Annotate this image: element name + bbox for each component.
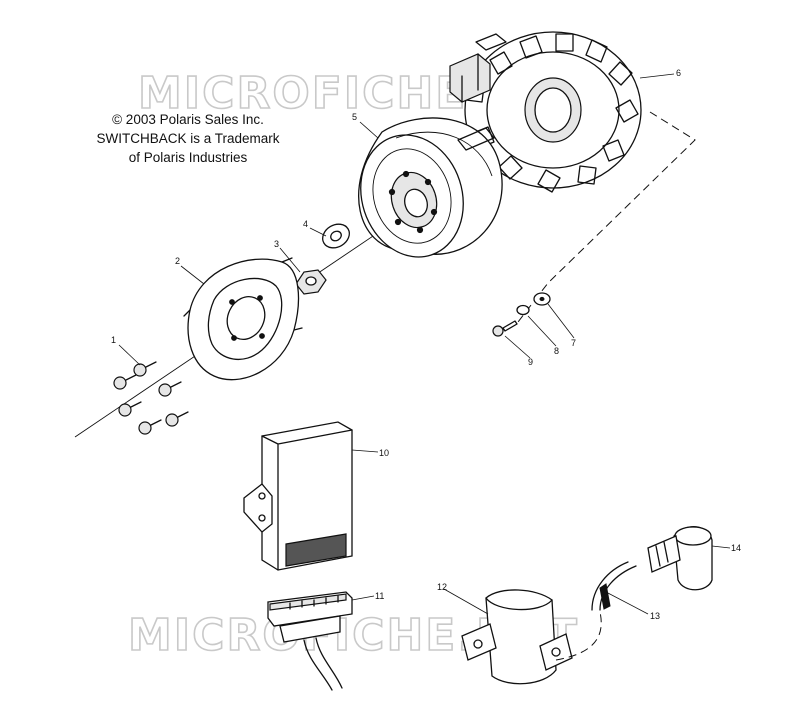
- lockwasher-part-8: [516, 304, 530, 316]
- trademark-line: SWITCHBACK is a Trademark: [96, 131, 280, 146]
- plug-wire-part-13: [555, 561, 637, 661]
- callout-13: 13: [650, 611, 660, 621]
- copyright-block: © 2003 Polaris Sales Inc. SWITCHBACK is …: [88, 110, 288, 167]
- callout-3: 3: [274, 239, 279, 249]
- callout-4: 4: [303, 219, 308, 229]
- callout-7: 7: [571, 338, 576, 348]
- callout-6: 6: [676, 68, 681, 78]
- connector-part-11: [267, 591, 353, 691]
- flywheel-part-5: [358, 117, 503, 258]
- callout-11: 11: [375, 591, 384, 601]
- callout-9: 9: [528, 357, 533, 367]
- stator-part-6: [449, 31, 642, 193]
- washer-part-7: [533, 292, 551, 306]
- nut-part-3: [295, 269, 327, 295]
- leader-lines: [118, 73, 731, 615]
- callout-10: 10: [379, 448, 389, 458]
- plug-cap-part-14: [647, 526, 713, 591]
- callout-2: 2: [175, 256, 180, 266]
- ignition-coil-part-12: [461, 589, 573, 685]
- callout-14: 14: [731, 543, 741, 553]
- trademark-owner-line: of Polaris Industries: [128, 150, 248, 165]
- callout-5: 5: [352, 112, 357, 122]
- callout-8: 8: [554, 346, 559, 356]
- stator-axis-dashed: [517, 111, 696, 323]
- copyright-line: © 2003 Polaris Sales Inc.: [112, 112, 264, 127]
- starter-cup-part-2: [183, 257, 303, 381]
- washer-part-4: [322, 223, 350, 249]
- screw-part-9: [492, 320, 518, 337]
- cdi-box-part-10: [243, 421, 353, 571]
- callout-12: 12: [437, 582, 447, 592]
- bolts-part-1: [113, 361, 189, 435]
- callout-1: 1: [111, 335, 116, 345]
